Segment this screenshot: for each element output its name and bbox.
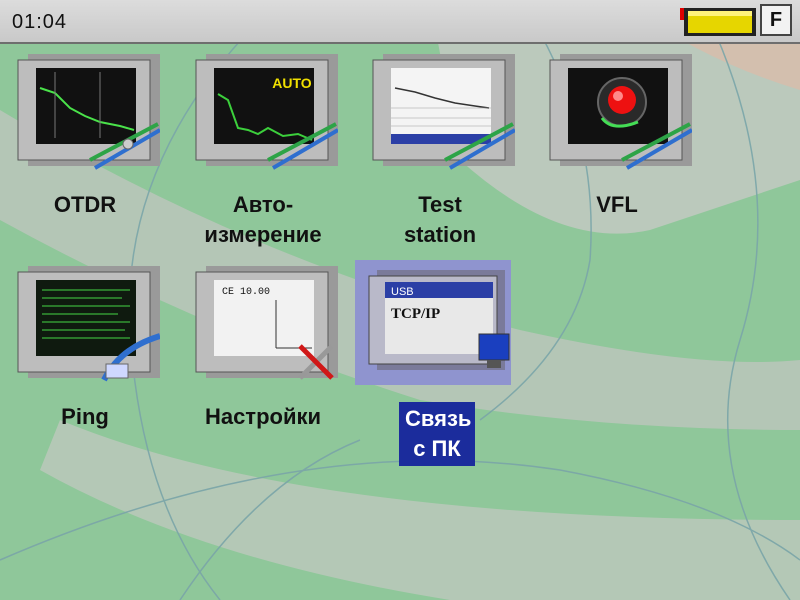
test-station-label-line1: Test bbox=[418, 192, 462, 217]
auto-measure-label: Авто- измерение bbox=[188, 190, 338, 250]
pc-link-label-line1: Связь bbox=[405, 406, 472, 431]
test-station-button[interactable]: Test station bbox=[365, 48, 515, 247]
otdr-label: OTDR bbox=[53, 192, 117, 217]
pc-link-icon: USB TCP/IP bbox=[355, 260, 511, 385]
vfl-icon bbox=[549, 54, 692, 170]
settings-button[interactable]: CE 10.00 Настройки bbox=[188, 260, 338, 450]
battery-icon bbox=[680, 8, 756, 36]
auto-measure-label-line1: Авто- bbox=[232, 192, 294, 217]
pc-link-label-line2: с ПК bbox=[413, 436, 461, 461]
settings-icon: CE 10.00 bbox=[195, 266, 338, 380]
pc-link-screen-line2: TCP/IP bbox=[391, 306, 440, 322]
settings-label: Настройки bbox=[204, 404, 322, 429]
otdr-icon bbox=[17, 54, 160, 170]
otdr-button[interactable]: OTDR bbox=[10, 48, 160, 238]
f-key-button[interactable]: F bbox=[760, 4, 792, 36]
test-station-label: Test station bbox=[365, 190, 515, 250]
ping-label: Ping bbox=[61, 404, 109, 429]
auto-measure-icon: AUTO bbox=[195, 54, 338, 170]
auto-measure-button[interactable]: AUTO Авто- измерение bbox=[188, 48, 338, 247]
test-station-icon bbox=[372, 54, 515, 170]
vfl-button[interactable]: VFL bbox=[542, 48, 692, 238]
vfl-label: VFL bbox=[596, 192, 638, 217]
auto-measure-label-line2: измерение bbox=[204, 222, 322, 247]
pc-link-button[interactable]: USB TCP/IP Связь с ПК bbox=[355, 260, 511, 466]
status-bar: 01:04 F bbox=[0, 0, 800, 44]
ping-icon bbox=[17, 266, 160, 382]
ping-button[interactable]: Ping bbox=[10, 260, 160, 450]
settings-screen-text: CE 10.00 bbox=[222, 287, 270, 298]
test-station-label-line2: station bbox=[403, 222, 477, 247]
pc-link-label: Связь с ПК bbox=[399, 402, 475, 466]
auto-screen-text: AUTO bbox=[272, 75, 312, 91]
clock: 01:04 bbox=[12, 11, 68, 33]
pc-link-screen-line1: USB bbox=[391, 286, 414, 298]
